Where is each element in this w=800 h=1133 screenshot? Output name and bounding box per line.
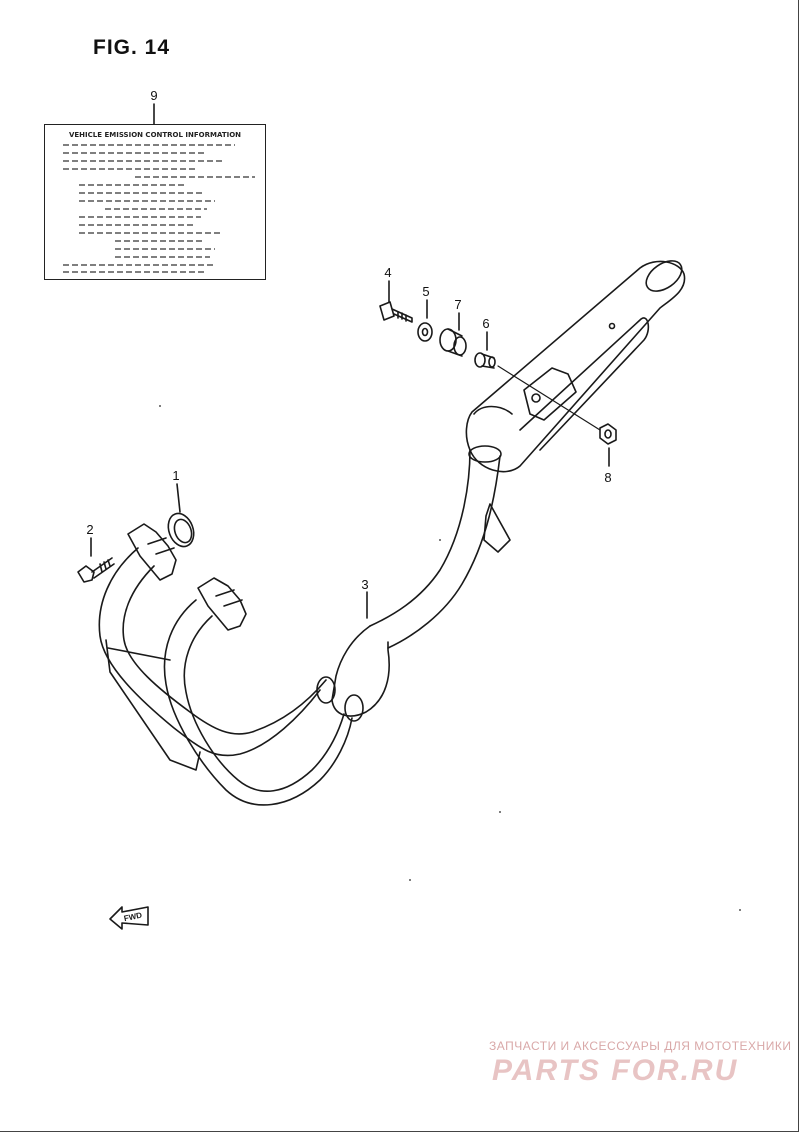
bolt-4 <box>379 301 413 323</box>
leader-1 <box>176 483 181 513</box>
bolt-2 <box>77 557 115 583</box>
heat-shield <box>105 639 201 771</box>
lower-bracket <box>483 503 511 553</box>
callout-8: 8 <box>604 470 612 485</box>
callout-5: 5 <box>422 284 430 299</box>
muffler-bracket <box>523 367 577 421</box>
watermark-tagline: ЗАПЧАСТИ И АКСЕССУАРЫ ДЛЯ МОТОТЕХНИКИ <box>489 1039 792 1053</box>
collar-6 <box>474 352 496 369</box>
muffler <box>465 260 686 473</box>
callout-3: 3 <box>361 577 369 592</box>
fwd-label: FWD <box>123 911 143 924</box>
callout-7: 7 <box>454 297 462 312</box>
callout-2: 2 <box>86 522 94 537</box>
callout-6: 6 <box>482 316 490 331</box>
header-pipe-front <box>98 523 327 757</box>
emission-label: VEHICLE EMISSION CONTROL INFORMATION <box>44 124 266 280</box>
cushion-7 <box>439 328 467 357</box>
nut-8 <box>599 423 617 445</box>
watermark-logo: PARTS FOR.RU <box>492 1054 739 1087</box>
gasket-1 <box>167 512 195 548</box>
figure-title: FIG. 14 <box>93 36 171 59</box>
header-pipe-rear <box>163 577 353 806</box>
assembly-line <box>497 365 601 431</box>
fwd-arrow-icon <box>109 906 149 930</box>
callout-4: 4 <box>384 265 392 280</box>
callout-1: 1 <box>172 468 180 483</box>
connecting-pipe <box>369 445 502 649</box>
emission-label-text-lines <box>63 144 255 273</box>
emission-label-title: VEHICLE EMISSION CONTROL INFORMATION <box>68 131 242 139</box>
callout-9: 9 <box>150 88 158 103</box>
washer-5 <box>417 322 433 342</box>
collector-junction <box>316 625 390 722</box>
